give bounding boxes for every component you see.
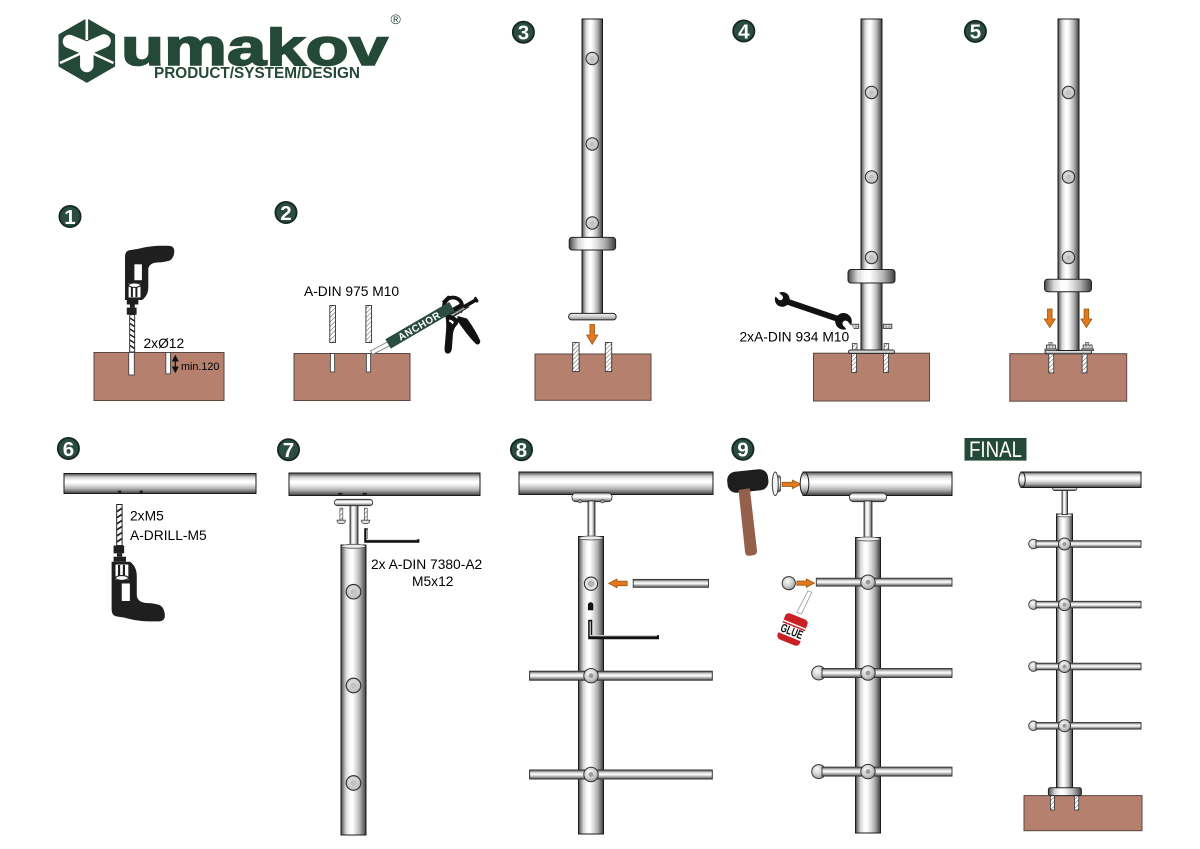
svg-text:2xA-DIN 934 M10: 2xA-DIN 934 M10	[740, 330, 850, 345]
svg-text:A-DIN 975 M10: A-DIN 975 M10	[304, 284, 399, 299]
svg-text:2xØ12: 2xØ12	[144, 336, 185, 351]
svg-text:®: ®	[391, 11, 402, 27]
svg-text:7: 7	[283, 439, 294, 462]
svg-text:FINAL: FINAL	[969, 437, 1022, 462]
svg-text:A-DRILL-M5: A-DRILL-M5	[130, 528, 207, 543]
svg-text:2x A-DIN 7380-A2: 2x A-DIN 7380-A2	[371, 557, 482, 572]
svg-text:min.120: min.120	[181, 361, 219, 373]
svg-text:3: 3	[518, 22, 529, 45]
svg-text:1: 1	[64, 206, 75, 229]
svg-text:8: 8	[516, 439, 527, 462]
svg-text:2xM5: 2xM5	[130, 508, 164, 523]
svg-text:PRODUCT/SYSTEM/DESIGN: PRODUCT/SYSTEM/DESIGN	[154, 65, 360, 82]
svg-text:6: 6	[63, 438, 74, 461]
svg-text:2: 2	[280, 202, 291, 225]
svg-text:umakov: umakov	[121, 19, 388, 77]
svg-text:9: 9	[737, 439, 748, 462]
svg-text:4: 4	[738, 20, 750, 43]
svg-text:5: 5	[970, 21, 981, 44]
svg-text:M5x12: M5x12	[412, 574, 453, 589]
